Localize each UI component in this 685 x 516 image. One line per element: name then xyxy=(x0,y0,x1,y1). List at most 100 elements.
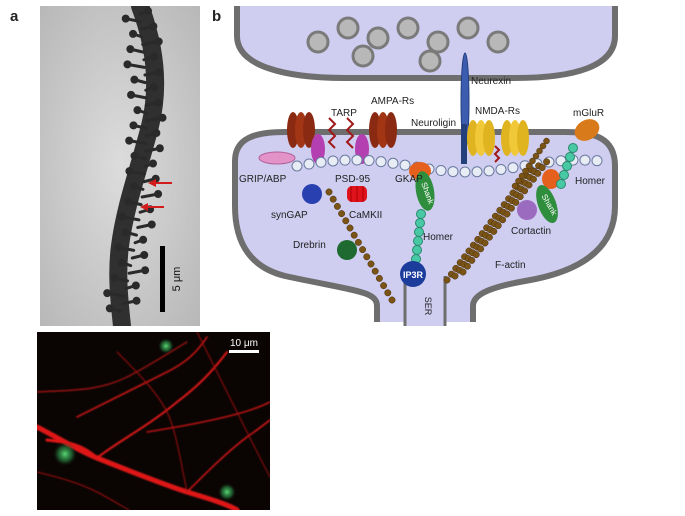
vesicle xyxy=(486,30,510,54)
actin-bead xyxy=(539,142,547,150)
spine-head xyxy=(140,251,149,259)
spine-head xyxy=(155,144,164,153)
shank-left xyxy=(415,171,435,211)
label-cortactin: Cortactin xyxy=(511,226,551,237)
psd-bead xyxy=(399,159,411,171)
scale-bar-a xyxy=(160,246,165,312)
label-drebrin: Drebrin xyxy=(293,240,326,251)
label-camkii: CaMKII xyxy=(349,210,382,221)
nucleus-1 xyxy=(53,442,77,466)
label-grip: GRIP/ABP xyxy=(239,174,287,185)
spine-head xyxy=(149,52,158,61)
actin-bead xyxy=(490,227,498,235)
psd-bead xyxy=(327,155,339,167)
spine-head xyxy=(130,75,139,84)
psd-bead xyxy=(315,156,327,168)
psd-bead xyxy=(591,155,603,167)
actin-bead xyxy=(451,272,459,280)
spine-head xyxy=(103,289,112,298)
homer-bead xyxy=(413,236,423,246)
spine-head xyxy=(154,98,163,107)
fluorescence-micrograph-svg: 10 μm xyxy=(37,332,270,510)
label-tarp: TARP xyxy=(331,108,357,119)
vesicle xyxy=(336,16,360,40)
psd-bead xyxy=(375,156,387,168)
scale-label-a: 5 μm xyxy=(171,267,183,292)
tarp xyxy=(493,145,501,163)
spine-head xyxy=(114,243,123,252)
psd-bead xyxy=(363,155,375,167)
actin-bead xyxy=(380,282,388,290)
label-homer-center: Homer xyxy=(423,232,454,243)
spine-head xyxy=(149,83,158,92)
homer-bead xyxy=(565,152,575,162)
psd-bead xyxy=(351,154,363,166)
tarp xyxy=(345,117,355,149)
vesicle xyxy=(366,26,390,50)
scale-bar-c xyxy=(229,350,259,353)
spine-head xyxy=(133,106,142,115)
spine-head xyxy=(152,129,161,137)
spine-head xyxy=(148,159,157,168)
psd-bead xyxy=(387,157,399,169)
homer-bead xyxy=(415,218,425,228)
actin-bead xyxy=(538,164,546,172)
label-nmda: NMDA-Rs xyxy=(475,106,520,117)
actin-bead xyxy=(499,216,507,224)
vesicle xyxy=(351,44,375,68)
label-mglur: mGluR xyxy=(573,108,604,119)
actin-bead xyxy=(481,239,489,247)
actin-bead xyxy=(516,193,524,201)
panel-b-letter: b xyxy=(212,8,222,25)
actin-bead xyxy=(534,169,542,177)
actin-bead xyxy=(525,162,533,170)
actin-bead xyxy=(338,210,346,218)
spine-head xyxy=(154,68,163,76)
actin-bead xyxy=(521,187,529,195)
label-ip3r: IP3R xyxy=(403,270,424,280)
psd-bead xyxy=(447,166,459,178)
actin-bead xyxy=(443,276,451,284)
spine-head xyxy=(125,136,134,145)
actin-bead xyxy=(342,217,350,225)
actin-bead xyxy=(329,195,337,203)
spine-head xyxy=(130,151,139,160)
homer-bead xyxy=(412,245,422,255)
spine-head xyxy=(144,7,152,15)
fluorescence-micrograph: 10 μm xyxy=(37,332,270,510)
homer-bead xyxy=(416,209,426,219)
shank-right xyxy=(536,184,558,224)
actin-bead xyxy=(350,231,358,239)
actin-bead xyxy=(472,251,480,259)
syngap xyxy=(302,184,322,204)
psd-bead xyxy=(435,165,447,177)
actin-bead xyxy=(346,224,354,232)
spine-head xyxy=(131,281,140,290)
actin-bead xyxy=(363,253,371,261)
panel-a-letter: a xyxy=(10,8,19,25)
spine-head xyxy=(154,37,163,46)
actin-bead xyxy=(522,167,529,175)
spine-head xyxy=(124,197,133,206)
label-neuroligin: Neuroligin xyxy=(411,118,456,129)
actin-bead xyxy=(518,172,526,180)
homer-bead xyxy=(556,179,566,189)
actin-bead xyxy=(507,204,515,212)
cortactin xyxy=(517,200,537,220)
spine-head xyxy=(110,273,119,282)
vesicle xyxy=(396,16,420,40)
spine-head xyxy=(117,212,126,221)
label-psd95: PSD-95 xyxy=(335,174,370,185)
spine-head xyxy=(129,182,138,191)
arrow-upper-head xyxy=(148,179,156,187)
vesicle xyxy=(306,30,330,54)
actin-bead xyxy=(532,152,540,160)
arrow-lower-head xyxy=(140,203,148,211)
camkii xyxy=(347,186,367,202)
synaptic-vesicles xyxy=(306,16,510,73)
label-ampa: AMPA-Rs xyxy=(371,96,414,107)
spine-head xyxy=(132,296,141,305)
homer-bead xyxy=(568,143,578,153)
nmda-receptor-left xyxy=(467,120,495,156)
actin-bead xyxy=(359,246,367,254)
